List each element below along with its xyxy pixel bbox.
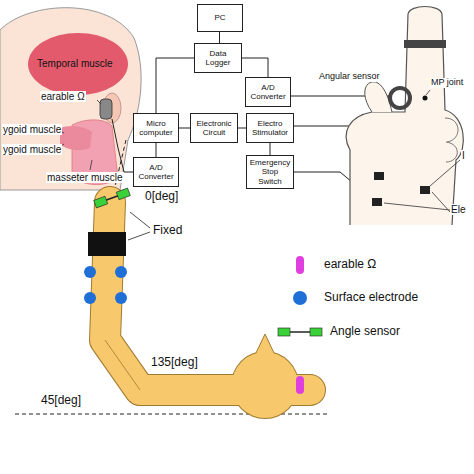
connector-line <box>242 58 268 77</box>
electrode-label: Ele <box>450 204 466 215</box>
leader-line <box>426 90 430 95</box>
mp-joint <box>423 96 428 101</box>
connector-line <box>270 143 271 155</box>
microcomputer-box: Micro computer <box>133 113 179 143</box>
leader-line <box>128 232 150 240</box>
leader-line <box>97 100 101 104</box>
muscle-label: masseter muscle <box>46 172 124 183</box>
data-logger-box: Data Logger <box>194 43 242 73</box>
legend-text: Surface electrode <box>324 291 418 304</box>
electrode <box>374 172 384 180</box>
connector-line <box>156 143 157 157</box>
head-outline <box>0 8 141 190</box>
angular-sensor <box>390 88 410 108</box>
earable-mark <box>296 376 304 394</box>
electrode <box>420 186 430 194</box>
part-label: Fixed <box>152 224 183 237</box>
surface-electrode <box>115 292 127 304</box>
angle-label: 0[deg] <box>144 190 179 203</box>
angle-label: 45[deg] <box>40 394 82 407</box>
wire <box>112 119 133 172</box>
device-label: earable Ω <box>40 91 86 102</box>
angle-sensor-sample <box>278 328 322 336</box>
earable-device <box>100 99 112 119</box>
finger-strap <box>404 40 446 48</box>
palm-outline <box>231 351 299 419</box>
circuit-box: Electronic Circuit <box>190 113 238 143</box>
joint-line <box>105 340 140 390</box>
palm-tip <box>255 334 275 355</box>
hand-outline <box>346 7 463 226</box>
joint-label: MP joint <box>430 78 464 88</box>
pterygoid-muscle <box>60 126 92 150</box>
box-label: Micro computer <box>136 119 176 137</box>
surface-electrode <box>84 266 96 278</box>
stop-switch-box: Emergency Stop Switch <box>246 155 294 189</box>
stimulator-box: Electro Stimulator <box>246 113 294 143</box>
leader-line <box>430 160 460 186</box>
box-label: Emergency Stop Switch <box>249 158 291 186</box>
pc-box: PC <box>197 4 243 32</box>
sensor-label: Angular sensor <box>318 72 381 82</box>
converter-box: A/D Converter <box>245 77 291 107</box>
converter-box: A/D Converter <box>133 157 179 187</box>
connector-line <box>156 58 194 113</box>
leader-line <box>130 212 150 228</box>
box-label: Data Logger <box>197 49 239 67</box>
legend-text: earable Ω <box>324 258 376 271</box>
leader-line <box>90 160 92 170</box>
electrode-label: I <box>461 150 466 161</box>
thumb <box>365 82 392 112</box>
folded-fingers <box>445 118 458 162</box>
box-label: PC <box>214 13 225 22</box>
electrode <box>372 198 382 206</box>
box-label: A/D Converter <box>248 83 288 101</box>
legend-swatch-pill <box>296 256 304 274</box>
angle-label: 135[deg] <box>150 356 199 369</box>
legend-text: Angle sensor <box>330 325 400 338</box>
temporal-muscle <box>28 33 128 95</box>
surface-electrode <box>84 292 96 304</box>
connector-line <box>238 128 246 129</box>
legend-swatch-circle <box>293 291 307 305</box>
box-label: Electro Stimulator <box>249 119 291 137</box>
muscle-label: Temporal muscle <box>36 58 114 69</box>
fixed-block <box>88 232 126 256</box>
muscle-label: ygoid muscle <box>2 144 62 155</box>
leader-line <box>384 203 450 210</box>
box-label: A/D Converter <box>136 163 176 181</box>
connector-line <box>179 128 190 129</box>
box-label: Electronic Circuit <box>193 119 235 137</box>
angle-sensor <box>94 188 131 208</box>
leader-line <box>432 192 450 212</box>
connector-line <box>219 32 220 43</box>
palm <box>232 352 298 418</box>
surface-electrode <box>115 266 127 278</box>
muscle-label: ygoid muscle <box>2 124 62 135</box>
